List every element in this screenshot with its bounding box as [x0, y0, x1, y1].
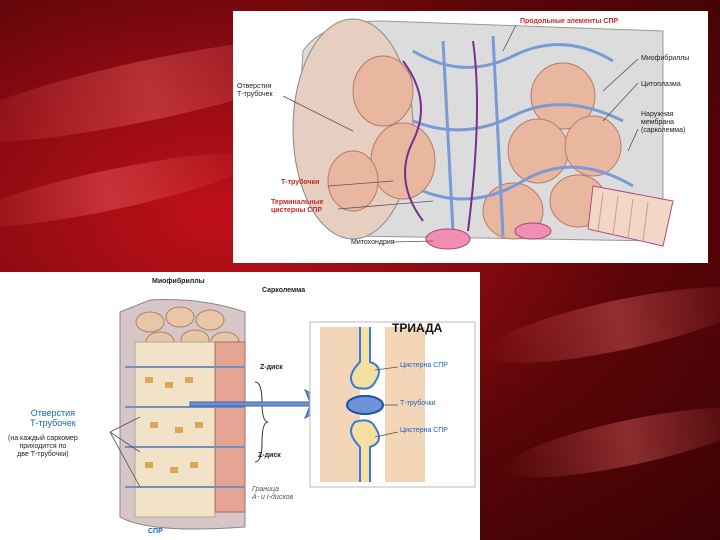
band-boundary-label: Граница A- и I-дисков	[252, 486, 293, 502]
t-tubule-openings-label: Отверстия Т-трубочек	[237, 83, 273, 99]
longitudinal-spr-label: Продольные элементы СПР	[520, 18, 618, 26]
sarcolemma-label: Сарколемма	[262, 287, 305, 295]
myofibrils-label: Миофибриллы	[152, 278, 205, 286]
z-disc-label: Z-диск	[258, 452, 281, 460]
sarcomere-note: (на каждый саркомер приходится по две Т-…	[8, 435, 78, 459]
myofibrils-label: Миофибриллы	[641, 55, 689, 63]
spr-label: СПР	[148, 528, 163, 536]
fiber-drawing	[233, 11, 708, 263]
outer-membrane-label: Наружная мембрана (сарколемма)	[641, 111, 685, 135]
muscle-fiber-3d-illustration: Продольные элементы СПР Миофибриллы Цито…	[233, 11, 708, 263]
z-disc-label: Z-диск	[260, 364, 283, 372]
cytoplasm-label: Цитоплазма	[641, 81, 681, 89]
t-tubules-label: Т-трубочки	[281, 179, 319, 187]
background-streak	[498, 393, 720, 491]
t-tubule-openings-label: Отверстия Т-трубочек	[30, 408, 76, 428]
background-streak	[478, 271, 720, 378]
t-tubule-label: Т-трубочки	[400, 400, 436, 408]
triad-title: ТРИАДА	[392, 324, 442, 332]
cistern-label: Цистерна СПР	[400, 427, 448, 435]
mitochondria-label: Митохондрия	[351, 239, 395, 247]
background-streak	[0, 139, 261, 240]
triad-illustration: Миофибриллы Сарколемма Z-диск Z-диск Отв…	[0, 272, 480, 540]
cistern-label: Цистерна СПР	[400, 362, 448, 370]
terminal-cisterns-label: Терминальные цистерны СПР	[271, 199, 323, 215]
